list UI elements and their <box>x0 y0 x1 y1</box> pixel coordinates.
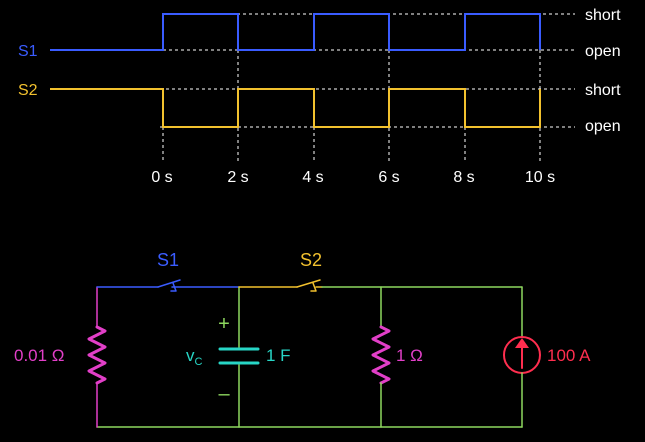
time-tick-label: 8 s <box>453 169 474 186</box>
right-resistor-branch <box>371 286 391 428</box>
s1-open-label: open <box>585 43 621 60</box>
capacitor-voltage-label: vC <box>186 346 203 368</box>
switch-s2-symbol <box>296 279 321 292</box>
time-tick-label: 2 s <box>227 169 248 186</box>
s2-open-label: open <box>585 118 621 135</box>
time-tick-label: 0 s <box>151 169 172 186</box>
left-resistor-branch <box>87 286 107 428</box>
current-source-label: 100 A <box>547 346 591 365</box>
resistor-0.01-symbol <box>87 325 107 385</box>
s1-waveform <box>50 13 541 51</box>
left-resistor-label: 0.01 Ω <box>14 346 65 365</box>
resistor-1-symbol <box>371 325 391 385</box>
switch-s1-symbol <box>157 279 181 292</box>
s2-signal-label: S2 <box>18 82 38 99</box>
capacitor-plus-sign: + <box>218 313 230 335</box>
time-tick-label: 6 s <box>378 169 399 186</box>
current-source-branch <box>503 286 541 428</box>
capacitor-branch: + – vC 1 F <box>186 286 291 428</box>
s2-waveform <box>50 88 541 128</box>
s1-short-label: short <box>585 7 621 24</box>
circuit-schematic: S1 + – vC 1 F S2 <box>14 250 591 428</box>
s2-short-label: short <box>585 82 621 99</box>
capacitor-minus-sign: – <box>218 383 230 405</box>
timing-diagram: S1 S2 short open short open 0 s 2 s 4 s … <box>18 7 621 186</box>
switch-s2-label: S2 <box>300 250 322 270</box>
switch-s1-label: S1 <box>157 250 179 270</box>
right-resistor-label: 1 Ω <box>396 346 423 365</box>
time-tick-label: 10 s <box>525 169 555 186</box>
time-tick-label: 4 s <box>302 169 323 186</box>
s1-signal-label: S1 <box>18 43 38 60</box>
up-arrow-icon <box>515 338 529 348</box>
capacitor-value-label: 1 F <box>266 346 291 365</box>
